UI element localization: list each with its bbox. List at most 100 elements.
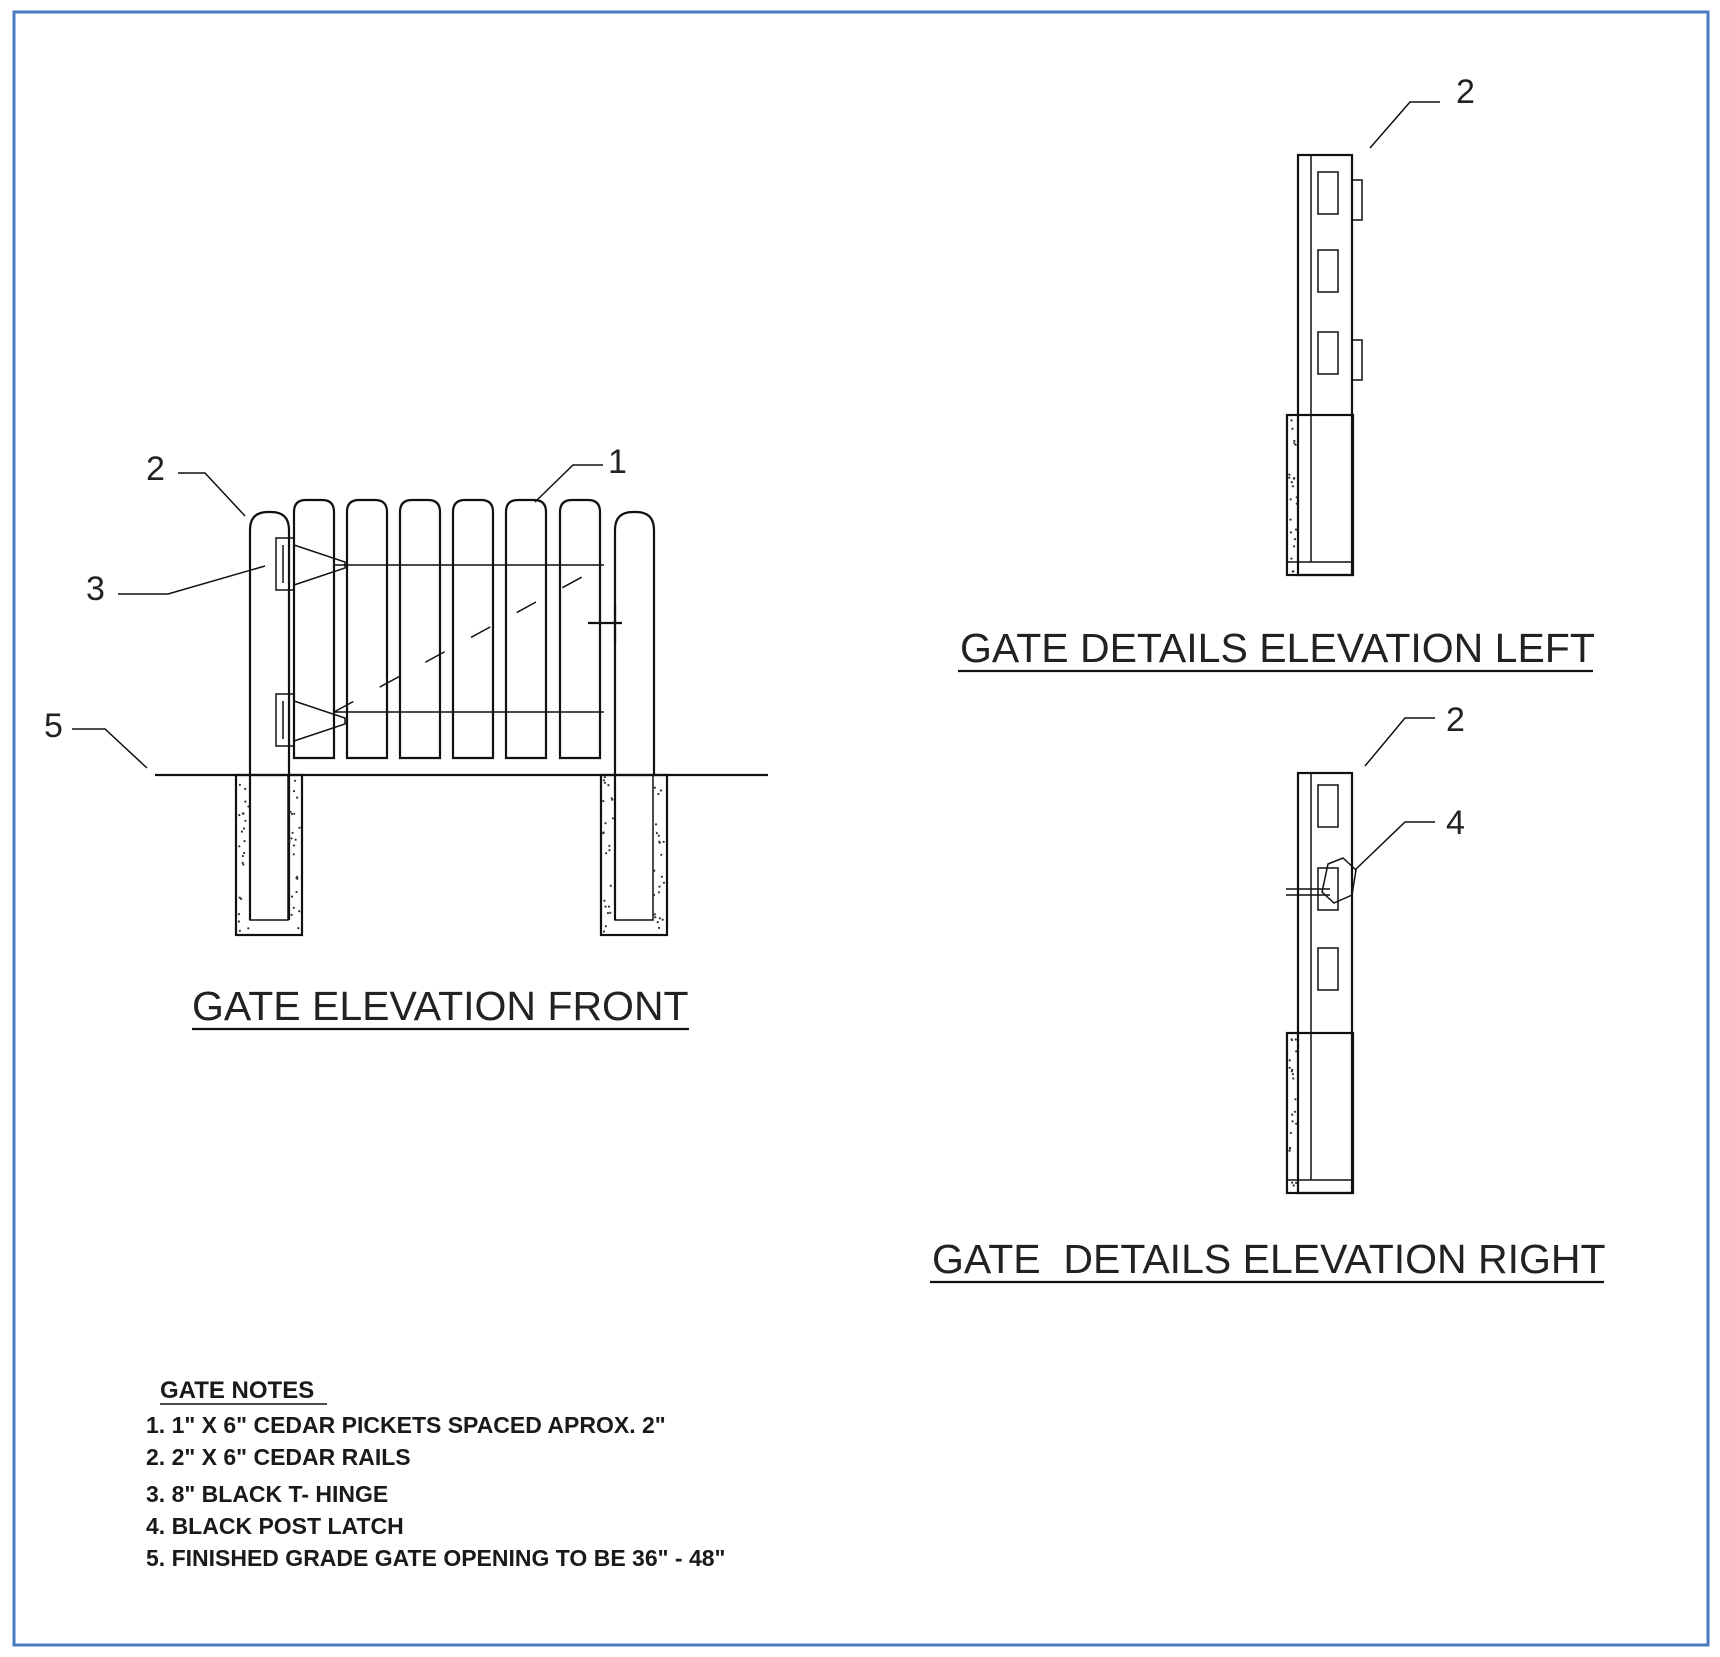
stipple-dot: [241, 854, 244, 858]
stipple-dot: [242, 827, 246, 830]
stipple-dot: [603, 781, 607, 784]
stipple-dot: [247, 927, 250, 930]
stipple-dot: [296, 796, 299, 799]
stipple-dot: [1293, 538, 1297, 541]
stipple-dot: [244, 787, 247, 791]
stipple-dot: [653, 786, 657, 789]
stipple-dot: [1290, 557, 1293, 560]
stipple-dot: [294, 779, 297, 782]
stipple-dot: [1290, 481, 1293, 484]
stipple-dot: [657, 926, 661, 930]
stipple-dot: [297, 927, 300, 930]
stipple-dot: [242, 863, 245, 866]
stipple-dot: [241, 812, 244, 815]
stipple-dot: [611, 817, 615, 820]
stipple-dot: [1288, 1149, 1291, 1152]
stipple-dot: [237, 913, 240, 916]
footing-left: [234, 773, 304, 937]
stipple-dot: [1291, 1113, 1294, 1116]
stipple-dot: [604, 822, 607, 825]
stipple-dot: [290, 812, 293, 816]
stipple-dot: [1295, 1050, 1298, 1053]
stipple-dot: [292, 790, 296, 793]
stipple-dot: [662, 840, 665, 843]
diagonal-brace: [333, 564, 605, 713]
stipple-dot: [658, 841, 661, 844]
sheet-frame: [12, 10, 1710, 1647]
note-item: 5. FINISHED GRADE GATE OPENING TO BE 36"…: [146, 1545, 725, 1571]
stipple-dot: [237, 920, 240, 923]
footing: [1285, 1031, 1355, 1195]
callout-1: 1: [608, 443, 627, 481]
stipple-dot: [653, 869, 656, 872]
stipple-dot: [602, 779, 606, 782]
post-left: [248, 510, 291, 920]
stipple-dot: [241, 861, 244, 864]
stipple-dot: [292, 844, 296, 847]
stipple-dot: [1295, 496, 1298, 499]
stipple-dot: [292, 906, 295, 909]
stipple-dot: [603, 776, 606, 779]
stipple-dot: [610, 797, 613, 800]
stipple-dot: [1289, 1146, 1292, 1149]
stipple-dot: [238, 845, 241, 848]
callout-3: 3: [86, 570, 105, 608]
front-title: GATE ELEVATION FRONT: [192, 983, 689, 1029]
stipple-dot: [247, 805, 250, 808]
leader-2: [1364, 717, 1435, 767]
stipple-dot: [1288, 1059, 1291, 1062]
t-hinge-bottom: [275, 693, 346, 747]
latch-side: [1286, 857, 1357, 904]
stipple-dot: [244, 800, 247, 803]
stipple-dot: [1288, 1066, 1291, 1069]
stipple-dot: [655, 832, 659, 835]
stipple-dot: [657, 792, 660, 796]
stipple-dot: [290, 837, 293, 840]
stipple-dot: [603, 899, 606, 902]
stipple-dot: [1295, 1181, 1298, 1184]
notes-heading: GATE NOTES: [160, 1377, 314, 1404]
picket: [345, 498, 389, 760]
stipple-dot: [238, 814, 241, 817]
stipple-dot: [602, 800, 605, 803]
gate-notes: GATE NOTES 1. 1" X 6" CEDAR PICKETS SPAC…: [146, 1377, 725, 1571]
leader-4: [1354, 821, 1435, 871]
stipple-dot: [1290, 419, 1293, 422]
footing: [1285, 413, 1355, 577]
stipple-dot: [602, 930, 606, 933]
stipple-dot: [1293, 439, 1296, 443]
stipple-dot: [661, 918, 664, 921]
left-elevation: 2 GATE DETAILS ELEVATION LEFT: [958, 73, 1595, 673]
stipple-dot: [290, 913, 293, 917]
stipple-dot: [298, 910, 301, 913]
stipple-dot: [289, 810, 292, 814]
stipple-dot: [662, 881, 666, 884]
stipple-dot: [1289, 531, 1292, 534]
front-elevation: 2 1 3 5 GATE ELEVATION FRONT: [44, 443, 768, 1031]
stipple-dot: [1291, 1038, 1294, 1042]
stipple-dot: [1288, 476, 1291, 479]
stipple-dot: [1291, 485, 1295, 488]
stipple-dot: [294, 838, 297, 841]
stipple-dot: [290, 895, 294, 898]
stipple-dot: [291, 831, 294, 834]
picket: [292, 498, 336, 760]
stipple-dot: [654, 823, 658, 826]
stipple-dot: [298, 826, 301, 829]
post-right: [613, 510, 656, 920]
stipple-dot: [606, 912, 610, 915]
stipple-dot: [608, 849, 611, 852]
stipple-dot: [1292, 477, 1295, 480]
stipple-dot: [240, 897, 243, 901]
stipple-dot: [608, 844, 611, 847]
stipple-dot: [1291, 1181, 1294, 1184]
callout-2: 2: [1446, 701, 1465, 739]
stipple-dot: [1294, 1038, 1297, 1041]
stipple-dot: [1291, 427, 1294, 430]
stipple-dot: [243, 840, 246, 843]
stipple-dot: [660, 875, 664, 878]
right-elevation: 2 4 GATE DETAILS ELEVATION RIGHT: [930, 701, 1606, 1284]
note-item: 3. 8" BLACK T- HINGE: [146, 1481, 388, 1507]
stipple-dot: [1292, 1077, 1295, 1080]
stipple-dot: [1295, 502, 1298, 505]
